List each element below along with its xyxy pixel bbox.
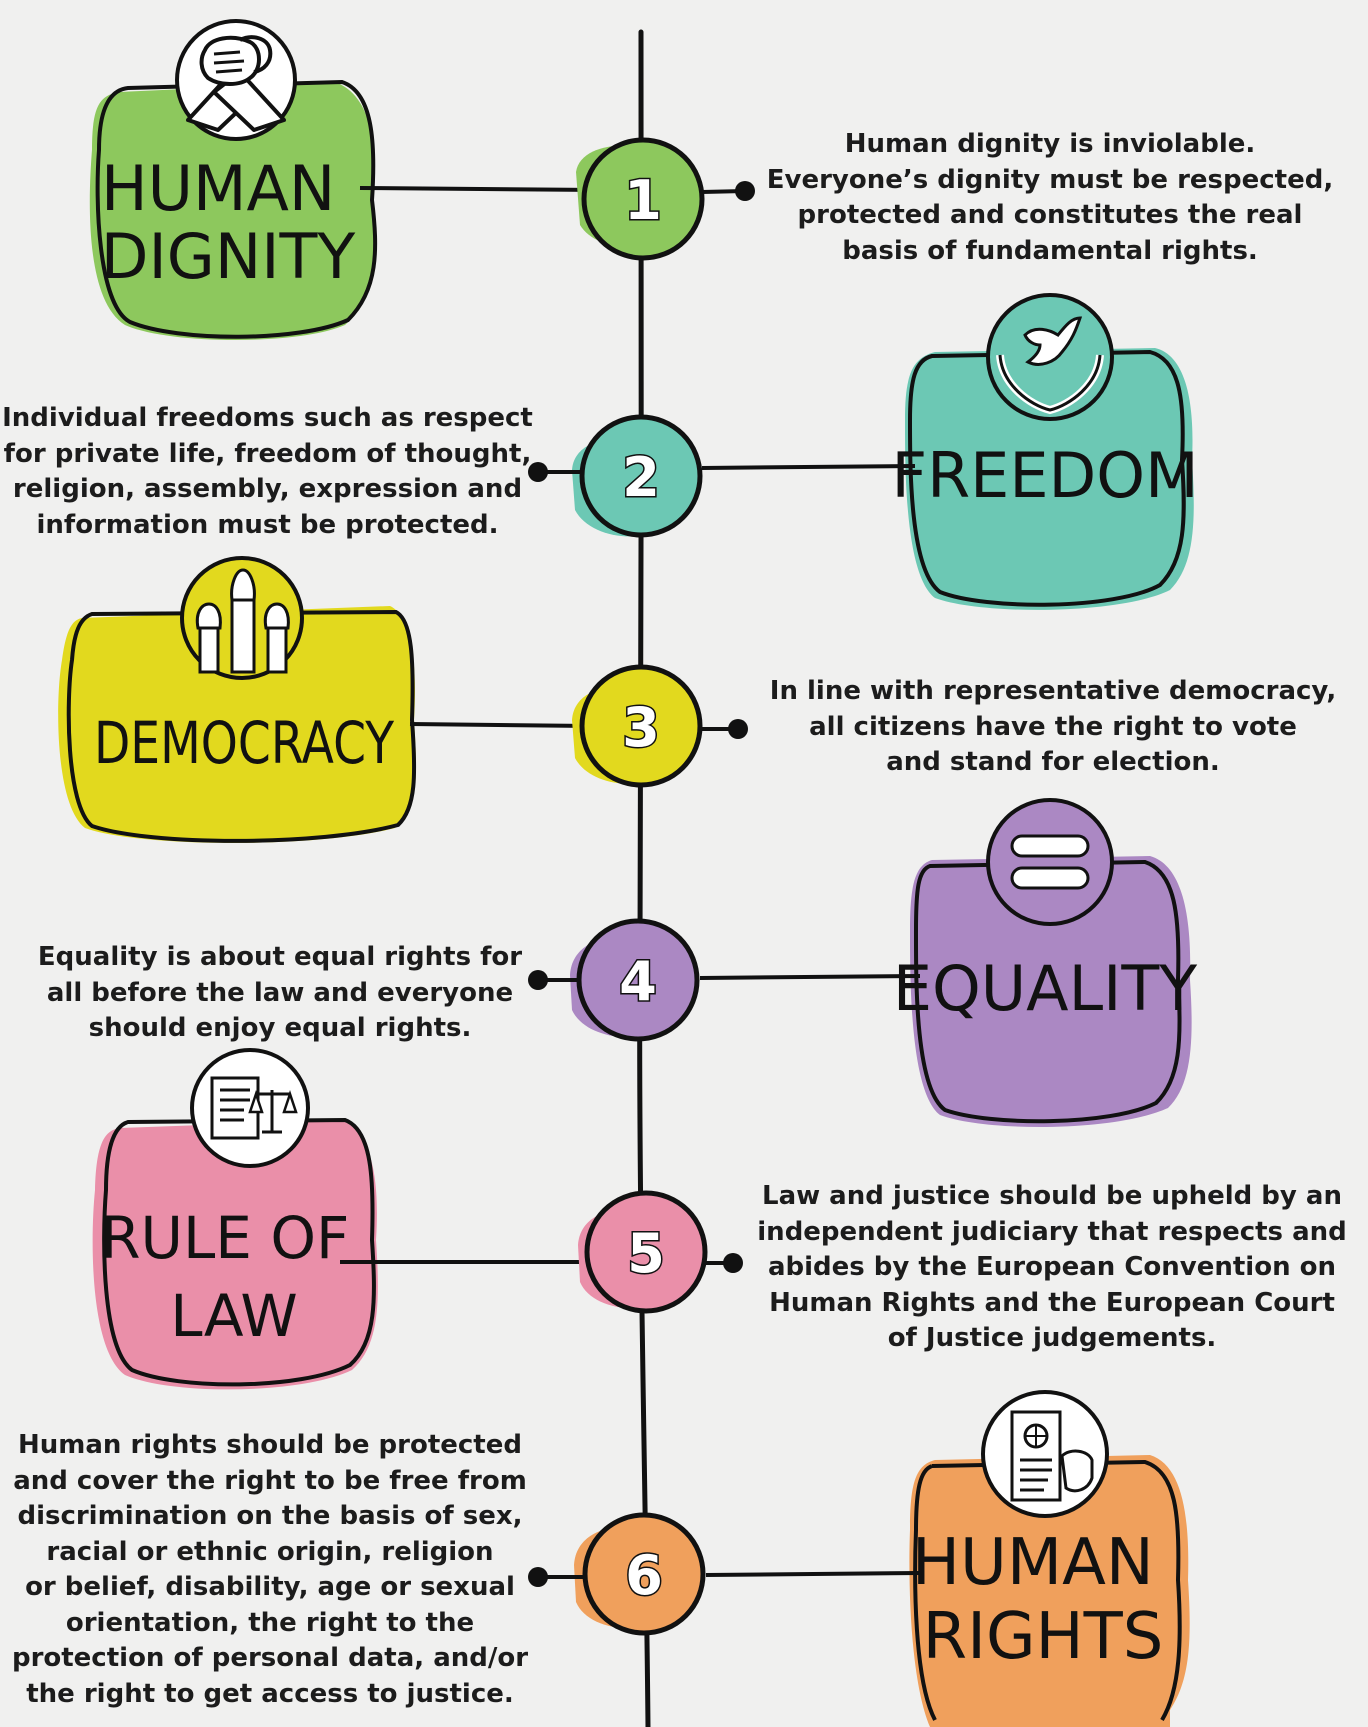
number-badge-1: 1: [576, 137, 705, 261]
dove-hands-icon: [986, 293, 1114, 421]
value-block-human-dignity: HUMAN DIGNITY: [89, 19, 601, 340]
description-pointer-2: [528, 462, 582, 482]
number-badge-2: 2: [572, 414, 703, 538]
description-pointer-4: [528, 970, 580, 990]
legal-document-scales-icon: [190, 1048, 310, 1168]
value-block-equality: EQUALITY: [699, 798, 1197, 1127]
badge-outline-equality: [913, 859, 1182, 1124]
description-pointer-3: [700, 719, 748, 739]
connector-4-right: [699, 974, 921, 980]
number-badge-6: 6: [574, 1512, 706, 1636]
value-description-democracy: In line with representative democracy, a…: [769, 676, 1337, 777]
description-pointer-6: [528, 1567, 584, 1587]
value-description-equality: Equality is about equal rights for all b…: [37, 942, 523, 1043]
badge-outline-rule-of-law: [102, 1117, 376, 1387]
value-title-rule-of-law: RULE OF LAW: [100, 1204, 368, 1350]
badge-bg-human-rights: [909, 1455, 1190, 1727]
description-pointer-5: [705, 1253, 743, 1273]
connector-3-left: [409, 722, 593, 728]
value-block-rule-of-law: RULE OF LAW: [92, 1048, 585, 1390]
badge-bg-rule-of-law: [92, 1120, 378, 1390]
number-3: 3: [622, 696, 660, 759]
value-block-freedom: FREEDOM: [701, 293, 1199, 610]
value-title-human-dignity: HUMAN DIGNITY: [101, 152, 356, 293]
number-6: 6: [625, 1544, 663, 1607]
badge-outline-human-dignity: [95, 79, 378, 339]
badge-outline-democracy: [66, 609, 417, 843]
value-title-freedom: FREEDOM: [891, 439, 1198, 512]
number-4: 4: [619, 950, 657, 1013]
connector-2-right: [701, 464, 916, 470]
value-title-equality: EQUALITY: [893, 952, 1197, 1025]
value-description-freedom: Individual freedoms such as respect for …: [2, 403, 533, 540]
rights-document-fist-icon: [981, 1390, 1109, 1518]
value-description-rule-of-law: Law and justice should be upheld by an i…: [757, 1181, 1347, 1353]
value-title-democracy: DEMOCRACY: [94, 709, 394, 777]
handshake-icon: [175, 19, 297, 141]
badge-bg-equality: [910, 856, 1192, 1127]
connector-1-left: [359, 186, 601, 192]
description-pointer-1: [701, 181, 755, 201]
number-2: 2: [622, 446, 660, 509]
badge-outline-human-rights: [913, 1459, 1182, 1722]
number-badge-3: 3: [572, 664, 703, 788]
number-badge-4: 4: [570, 918, 700, 1042]
value-block-human-rights: HUMAN RIGHTS: [705, 1390, 1190, 1727]
badge-bg-democracy: [58, 606, 417, 843]
number-badge-5: 5: [578, 1190, 708, 1314]
badge-outline-freedom: [907, 349, 1186, 607]
raised-hands-icon: [180, 556, 304, 680]
value-description-human-dignity: Human dignity is inviolable. Everyone’s …: [766, 129, 1334, 266]
badge-bg-freedom: [905, 348, 1194, 610]
number-5: 5: [627, 1222, 665, 1285]
central-timeline: [637, 29, 651, 1727]
value-block-democracy: DEMOCRACY: [58, 556, 593, 843]
number-1: 1: [624, 169, 662, 232]
equals-sign-icon: [986, 798, 1114, 926]
badge-bg-human-dignity: [89, 82, 376, 340]
value-description-human-rights: Human rights should be protected and cov…: [11, 1430, 529, 1709]
value-title-human-rights: HUMAN RIGHTS: [912, 1526, 1174, 1674]
connector-6-right: [705, 1571, 921, 1577]
